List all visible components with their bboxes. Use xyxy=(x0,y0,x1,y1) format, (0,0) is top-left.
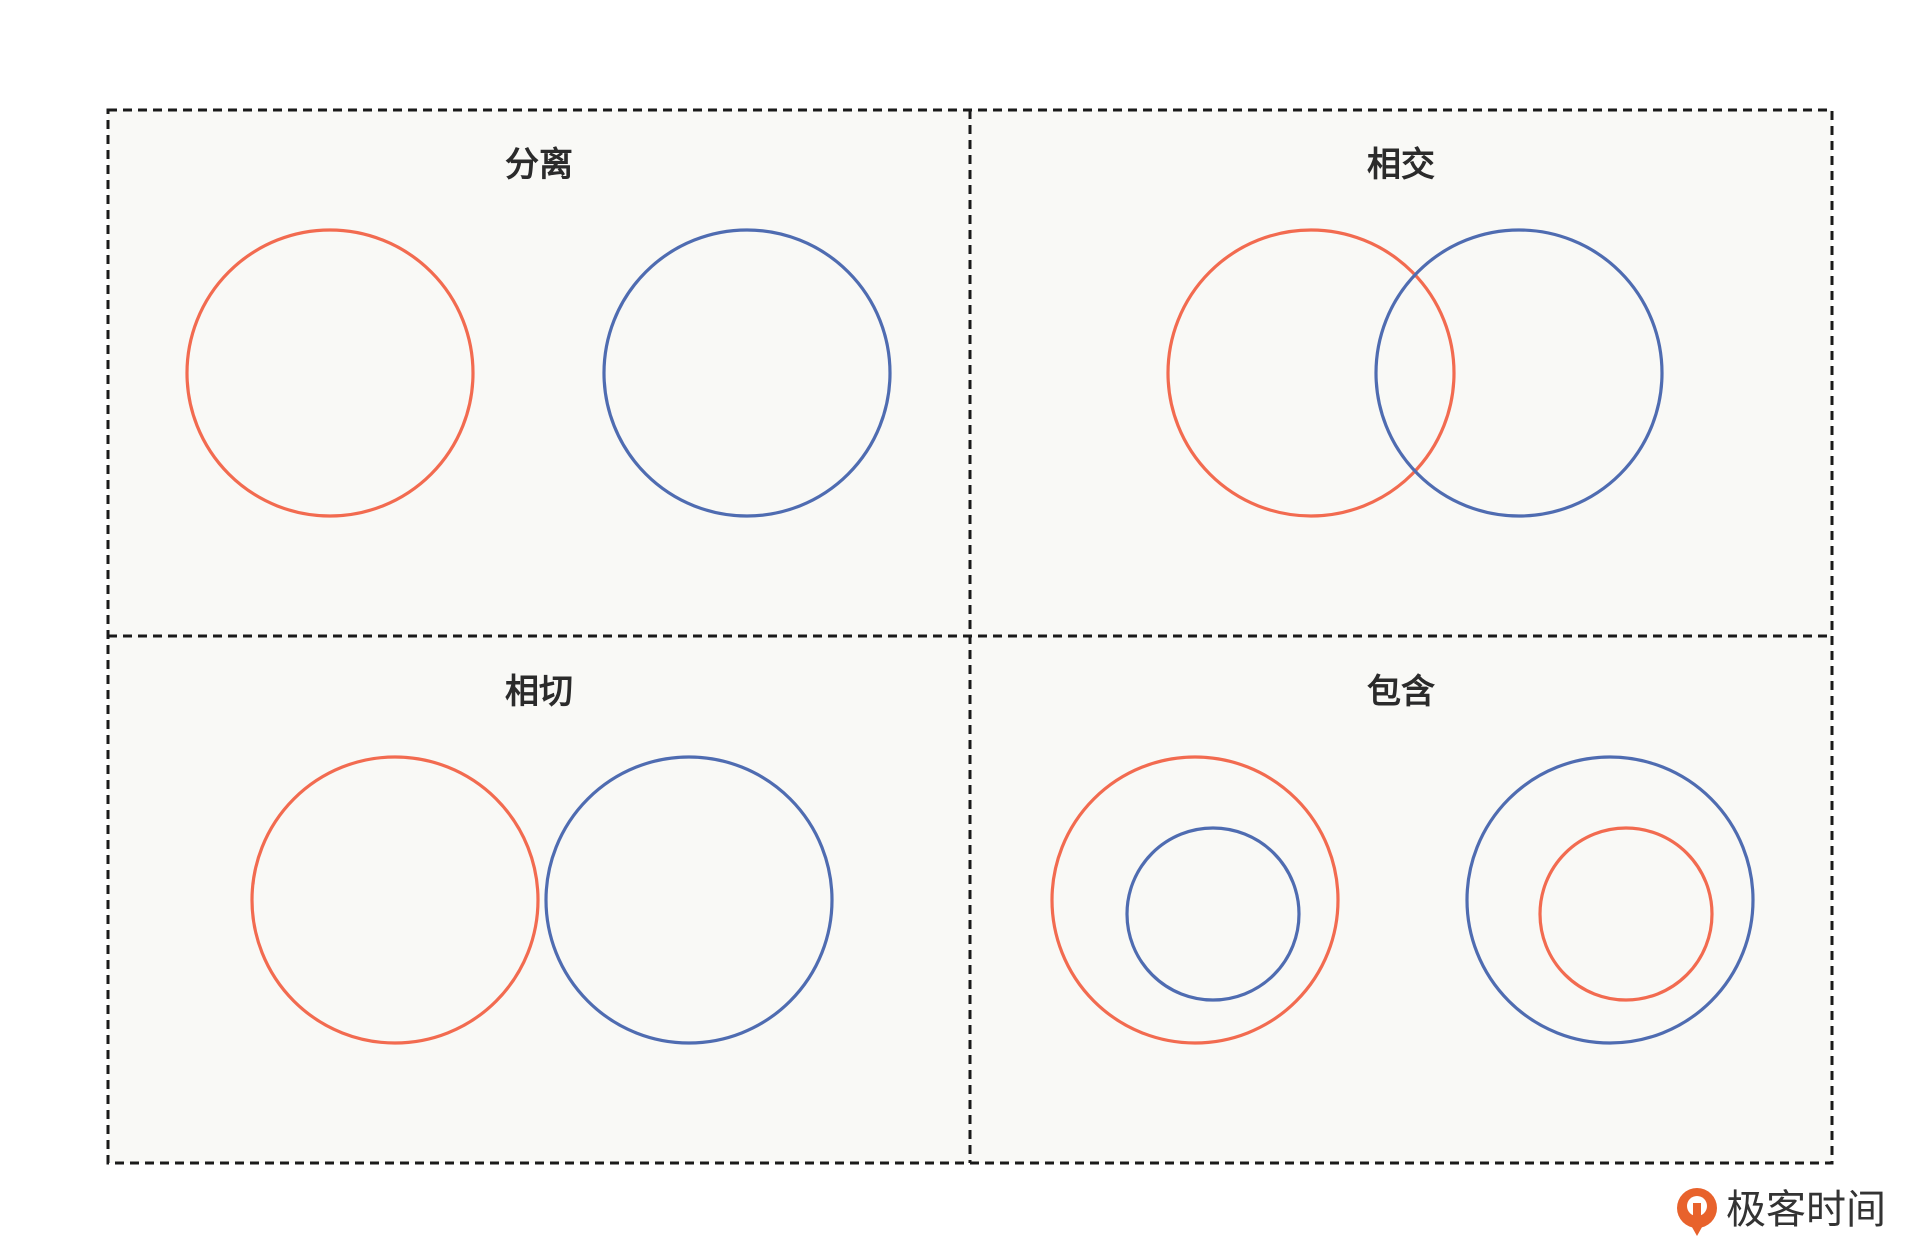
red-circle xyxy=(250,755,540,1045)
blue-outer-circle xyxy=(1465,755,1755,1045)
panel-intersect-title: 相交 xyxy=(1367,145,1435,185)
panel-tangent: 相切 xyxy=(108,636,970,1163)
panel-intersect: 相交 xyxy=(970,110,1832,636)
panel-intersect-background xyxy=(970,110,1832,636)
blue-circle xyxy=(544,755,834,1045)
panel-contain: 包含 xyxy=(970,636,1832,1163)
red-circle xyxy=(1166,228,1456,518)
blue-circle xyxy=(602,228,892,518)
red-outer-circle xyxy=(1050,755,1340,1045)
blue-inner-circle xyxy=(1125,826,1301,1002)
panel-separate-background xyxy=(108,110,970,636)
brand-logo-icon xyxy=(1677,1188,1717,1236)
panel-contain-title: 包含 xyxy=(1367,672,1436,712)
brand-name: 极客时间 xyxy=(1726,1187,1886,1233)
panel-borders xyxy=(106,108,1834,1165)
panel-tangent-title: 相切 xyxy=(505,672,573,712)
red-inner-circle xyxy=(1538,826,1714,1002)
panel-separate: 分离 xyxy=(108,110,970,636)
brand-watermark: 极客时间 xyxy=(1677,1187,1886,1236)
red-circle xyxy=(185,228,475,518)
blue-circle xyxy=(1374,228,1664,518)
panel-separate-title: 分离 xyxy=(505,145,573,185)
panel-contain-background xyxy=(970,636,1832,1163)
